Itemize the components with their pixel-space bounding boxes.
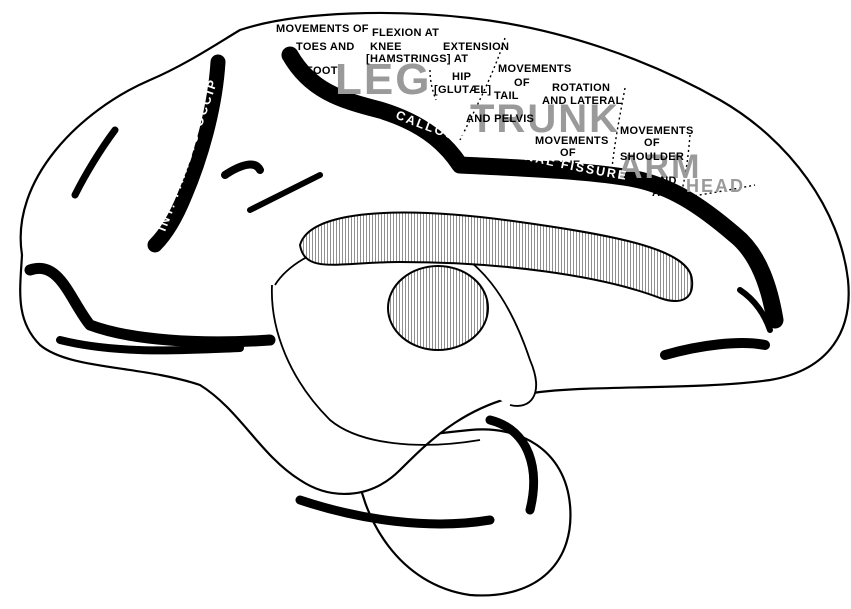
label-and: AND	[652, 175, 677, 187]
label-of-arm: OF	[644, 137, 660, 149]
label-movements-tail: MOVEMENTS	[498, 63, 572, 75]
label-and-lateral: AND LATERAL	[542, 95, 623, 107]
label-hip: HIP	[452, 71, 471, 83]
label-of-tail: OF	[514, 77, 530, 89]
label-extension: EXTENSION	[443, 41, 509, 53]
label-toes-and: TOES AND	[296, 41, 355, 53]
label-arm: ARM	[652, 187, 678, 199]
label-shoulder: SHOULDER	[620, 151, 684, 163]
label-movements-arm: MOVEMENTS	[620, 125, 694, 137]
label-foot: FOOT	[306, 65, 338, 77]
label-movements-of: MOVEMENTS OF	[276, 23, 369, 35]
label-movements-spine: MOVEMENTS	[535, 135, 609, 147]
region-head: HEAD	[686, 176, 745, 196]
label-knee: KNEE	[370, 41, 402, 53]
label-flexion-at: FLEXION AT	[372, 27, 439, 39]
label-hamstrings-at: [HAMSTRINGS] AT	[366, 53, 468, 65]
label-and-pelvis: AND PELVIS	[466, 113, 534, 125]
label-rotation: ROTATION	[552, 82, 610, 94]
thalamus-section	[388, 266, 488, 350]
label-glutaeal: [GLUTÆL]	[434, 84, 491, 96]
label-tail: TAIL	[494, 90, 519, 102]
